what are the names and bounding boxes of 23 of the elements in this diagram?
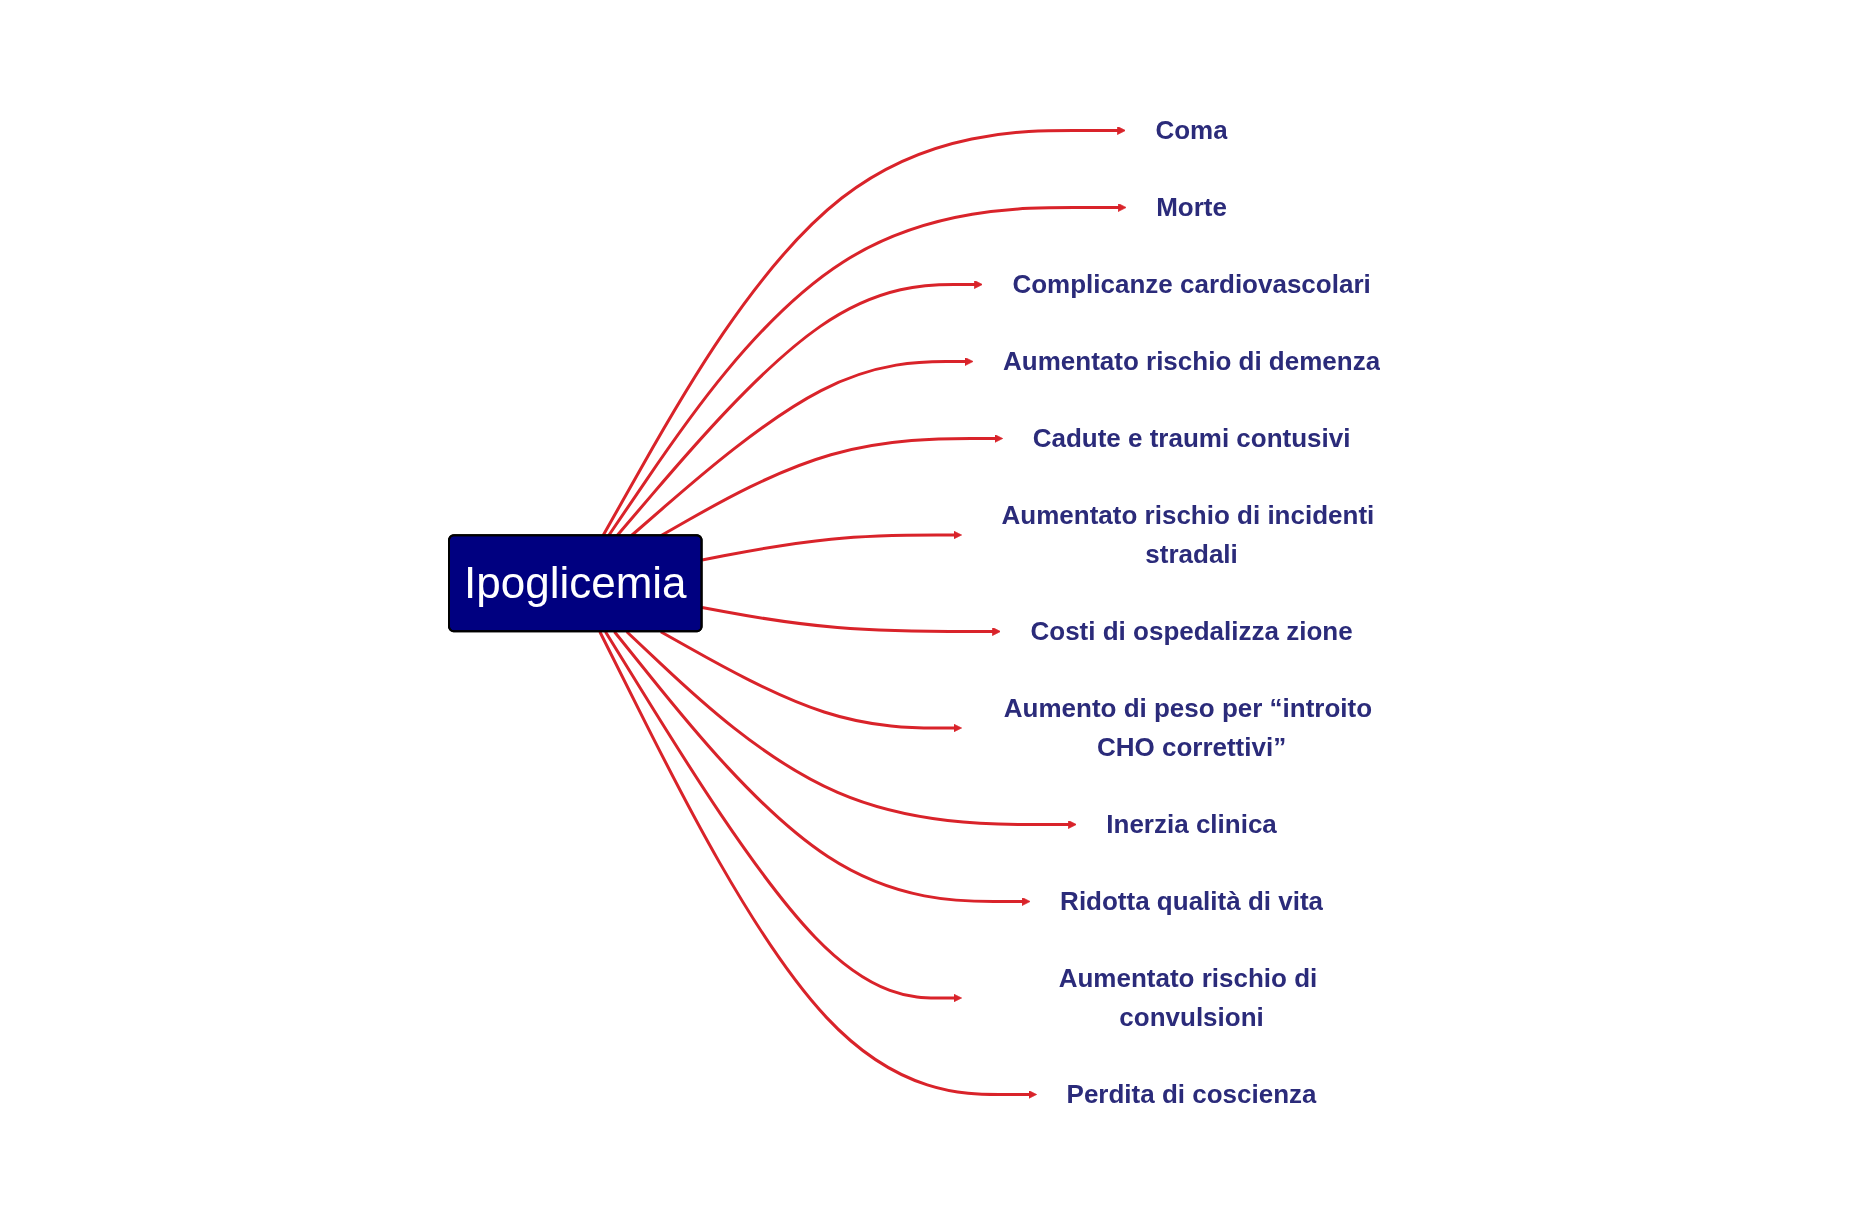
node-text: Aumentato rischio di convulsioni: [1058, 963, 1317, 1032]
arrow: [598, 631, 1037, 1099]
node-text: Aumentato rischio di demenza: [1002, 346, 1380, 376]
node-text: Aumentato rischio di incidenti stradali: [1001, 500, 1375, 569]
arrow: [613, 630, 1031, 906]
arrow: [701, 606, 1001, 636]
node-text: Perdita di coscienza: [1066, 1079, 1317, 1109]
arrow: [659, 630, 962, 733]
arrow: [701, 530, 962, 562]
arrow: [607, 203, 1127, 537]
node-text: Cadute e traumi contusivi: [1032, 423, 1351, 453]
node-text: Morte: [1155, 192, 1227, 222]
node-text: Ridotta qualità di vita: [1059, 886, 1323, 916]
arrow: [630, 357, 974, 537]
arrow: [625, 630, 1077, 829]
node-text: Inerzia clinica: [1106, 809, 1277, 839]
arrow: [603, 630, 962, 1003]
arrow: [615, 280, 983, 537]
node-text: Coma: [1155, 115, 1228, 145]
node-text: Aumento di peso per “introito CHO correttivi”: [1003, 693, 1372, 762]
arrow: [601, 126, 1126, 537]
node-text: Costi di ospedalizza zione: [1030, 616, 1353, 646]
node-text: Complicanze cardiovascolari: [1012, 269, 1371, 299]
